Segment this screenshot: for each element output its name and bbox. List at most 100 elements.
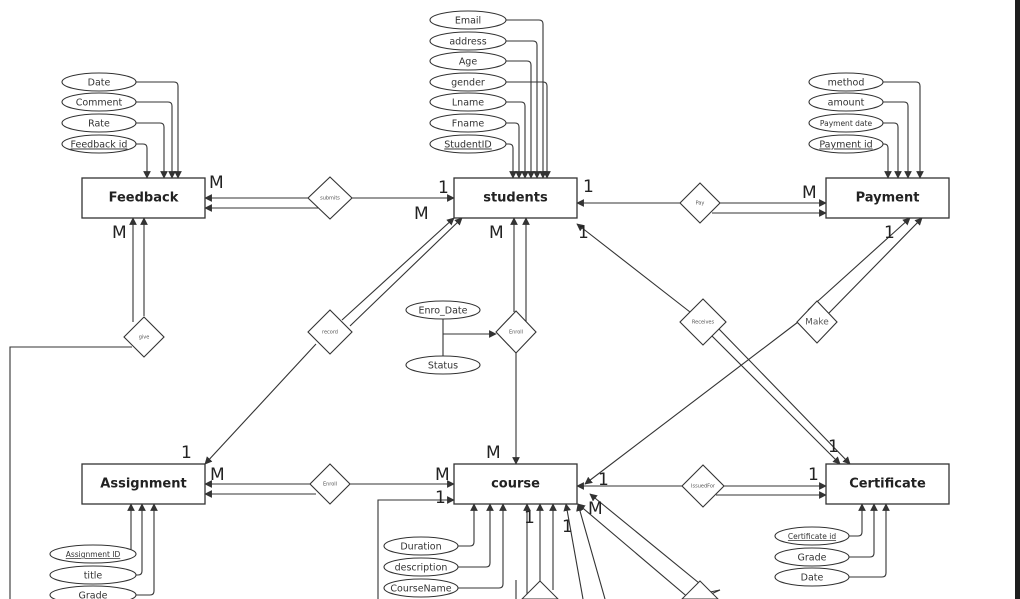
entity-assignment[interactable]: Assignment [81, 463, 206, 505]
attribute-ellipse [405, 300, 481, 320]
attribute-ellipse [49, 544, 137, 564]
relationship-issued-for[interactable]: IssuedFor [681, 464, 725, 508]
cardinality-label: 1 [438, 178, 449, 198]
cardinality-label: 1 [562, 517, 573, 537]
attribute-label: Date [801, 573, 824, 584]
attribute-label: Email [455, 16, 481, 27]
relationship-receives[interactable]: Receives [679, 298, 727, 346]
attribute-ellipse [429, 113, 507, 133]
attribute-title[interactable]: title [49, 565, 137, 585]
attribute-duration[interactable]: Duration [383, 536, 459, 556]
attribute-date[interactable]: Date [61, 72, 137, 92]
cardinality-label: M [112, 223, 127, 243]
entity-label: Payment [856, 191, 920, 206]
attribute-certificate-id[interactable]: Certificate id [774, 526, 850, 546]
attribute-link [849, 503, 866, 537]
attribute-link [136, 81, 182, 179]
attribute-label: description [395, 563, 448, 574]
entity-course[interactable]: course [453, 463, 578, 505]
entity-label: students [483, 191, 548, 206]
relationship-enroll-assignment[interactable]: Enroll [309, 463, 351, 505]
entity-box [825, 463, 950, 505]
attribute-feedback-id[interactable]: Feedback id [61, 134, 137, 154]
cardinality-label: 1 [578, 223, 589, 243]
attribute-status[interactable]: Status [405, 355, 481, 375]
relationship-submits[interactable]: submits [307, 176, 353, 220]
relationship-diamond [307, 309, 353, 355]
relationship-label: submits [320, 196, 340, 202]
attribute-ellipse [429, 31, 507, 51]
attribute-label: title [84, 571, 103, 582]
entity-students[interactable]: students [453, 177, 578, 219]
entity-box [81, 177, 206, 219]
attribute-label: Certificate id [788, 532, 836, 541]
attribute-age[interactable]: Age [429, 51, 507, 71]
attribute-label: Rate [88, 119, 110, 130]
attribute-label: Comment [76, 98, 123, 109]
attribute-ellipse [49, 585, 137, 599]
attribute-email[interactable]: Email [429, 10, 507, 30]
attribute-studentid[interactable]: StudentID [429, 134, 507, 154]
relationship-make[interactable]: Make [796, 300, 838, 344]
attribute-description[interactable]: description [383, 557, 459, 577]
attribute-comment[interactable]: Comment [61, 92, 137, 112]
attribute-payment-date[interactable]: Payment date [808, 113, 884, 133]
attribute-ellipse [61, 72, 137, 92]
attribute-link [506, 40, 541, 179]
attribute-label: gender [451, 78, 485, 89]
attribute-ellipse [383, 557, 459, 577]
entity-label: Feedback [109, 191, 179, 206]
relationship-label: give [139, 335, 150, 341]
attribute-ellipse [383, 536, 459, 556]
cardinality-label: 1 [583, 177, 594, 197]
attribute-enro-date[interactable]: Enro_Date [405, 300, 481, 320]
relationship-diamond-partial [521, 580, 559, 599]
attribute-method[interactable]: method [808, 72, 884, 92]
attribute-link [136, 503, 146, 576]
entity-payment[interactable]: Payment [825, 177, 950, 219]
attribute-lname[interactable]: Lname [429, 92, 507, 112]
attribute-gender[interactable]: gender [429, 72, 507, 92]
attribute-amount[interactable]: amount [808, 92, 884, 112]
attribute-grade[interactable]: Grade [774, 547, 850, 567]
attribute-link [458, 503, 494, 568]
attribute-date[interactable]: Date [774, 567, 850, 587]
attribute-ellipse [808, 134, 884, 154]
entity-box [453, 463, 578, 505]
attribute-label: method [828, 78, 865, 89]
attribute-ellipse [774, 547, 850, 567]
attribute-ellipse [774, 567, 850, 587]
entity-label: Certificate [849, 477, 926, 492]
attribute-link [458, 503, 478, 547]
cardinality-label: M [435, 465, 450, 485]
attribute-assignment-id[interactable]: Assignment ID [49, 544, 137, 564]
relationship-pay[interactable]: Pay [679, 182, 721, 224]
attribute-label: Age [459, 57, 478, 68]
entity-feedback[interactable]: Feedback [81, 177, 206, 219]
attribute-link [506, 143, 517, 179]
relationship-label: Enroll [323, 482, 337, 488]
entity-box [825, 177, 950, 219]
attribute-rate[interactable]: Rate [61, 113, 137, 133]
attribute-fname[interactable]: Fname [429, 113, 507, 133]
cardinality-label: M [802, 183, 817, 203]
attribute-payment-id[interactable]: Payment id [808, 134, 884, 154]
attribute-grade[interactable]: Grade [49, 585, 137, 599]
attribute-coursename[interactable]: CourseName [383, 578, 459, 598]
cardinality-label: 1 [884, 223, 895, 243]
attribute-link [136, 101, 176, 179]
relationship-label: Make [805, 318, 829, 328]
attribute-address[interactable]: address [429, 31, 507, 51]
attribute-link [883, 101, 912, 179]
attribute-ellipse [61, 92, 137, 112]
attribute-ellipse [49, 565, 137, 585]
relationship-enroll-student[interactable]: Enroll [495, 310, 537, 354]
entity-certificate[interactable]: Certificate [825, 463, 950, 505]
relationship-record[interactable]: record [307, 309, 353, 355]
cardinality-label: 1 [435, 488, 446, 508]
entity-box [453, 177, 578, 219]
attribute-label: Grade [798, 553, 827, 564]
attribute-link [849, 503, 878, 558]
attribute-link [506, 101, 529, 179]
relationship-give[interactable]: give [123, 316, 165, 358]
